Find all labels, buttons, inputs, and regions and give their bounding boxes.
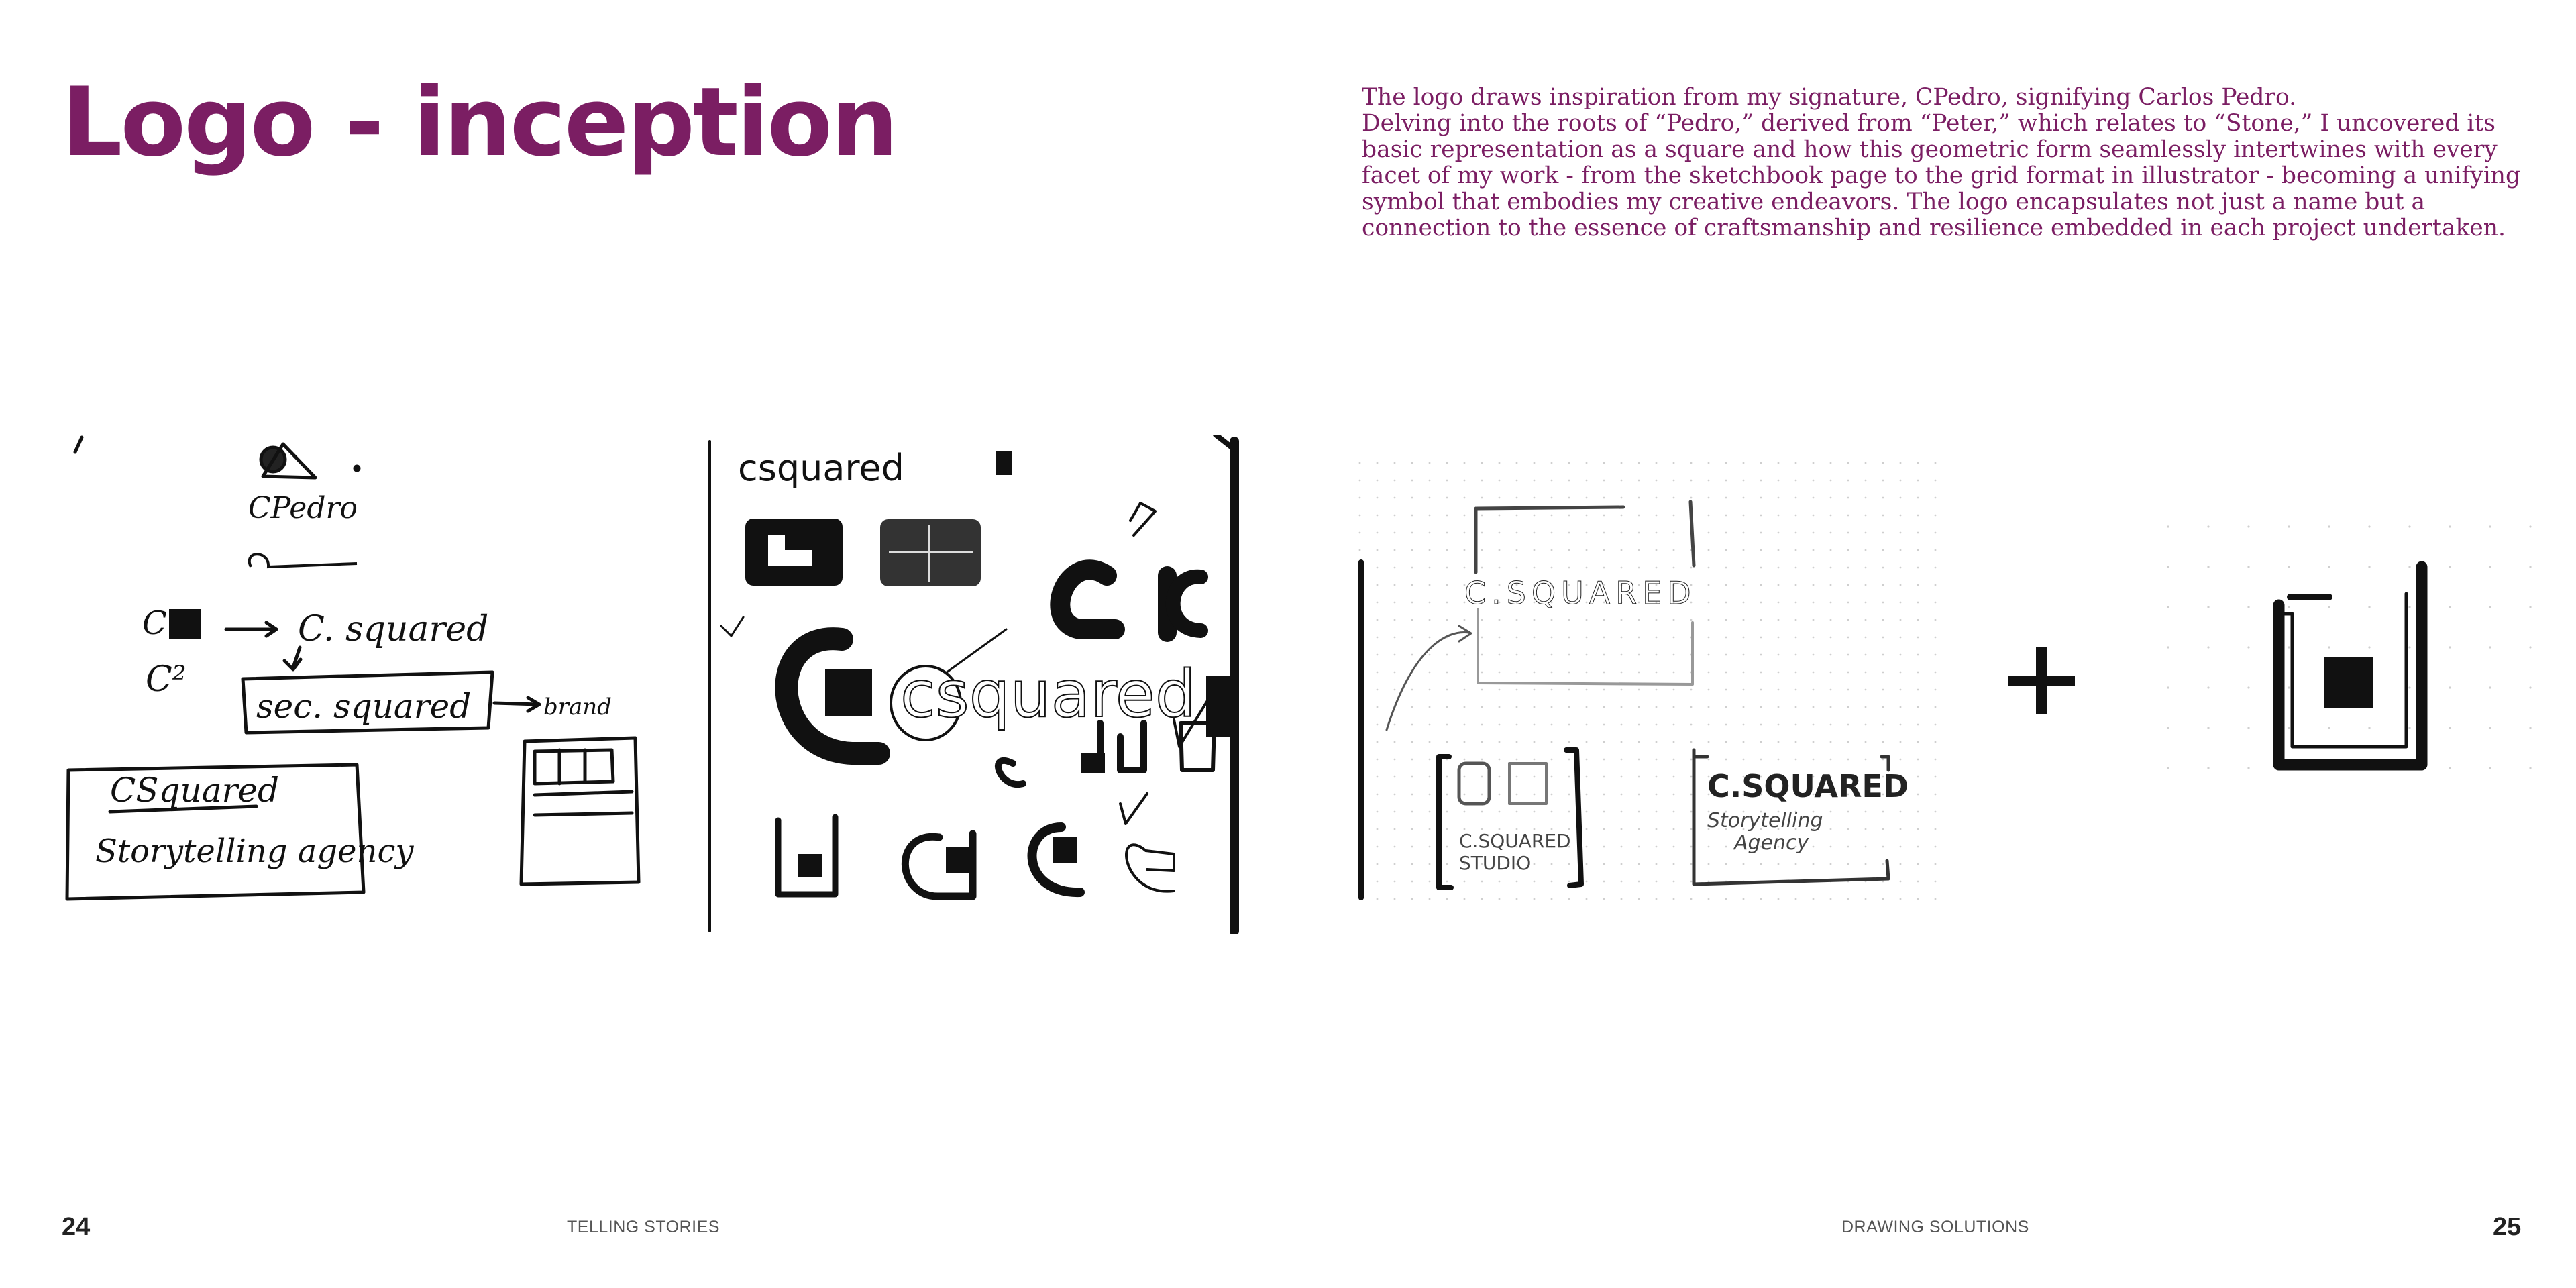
sketch-word-storytelling: Storytelling [1707, 809, 1823, 833]
sketch-letter-c: C [142, 604, 167, 642]
sketch-word-csquared-outline: csquared [900, 657, 1196, 732]
logo-mark-drawing [2161, 520, 2544, 782]
plus-icon [2004, 644, 2078, 718]
sketch-brainstorm-drawing: CPedro C C² C. squared sec. squared bran… [65, 435, 641, 901]
sketch-word-c-squared-small: C.SQUARED [1459, 830, 1571, 852]
sketch-word-studio: STUDIO [1459, 852, 1531, 874]
description-paragraph-2: Delving into the roots of “Pedro,” deriv… [1362, 110, 2521, 241]
sketch-brainstorm-page: CPedro C C² C. squared sec. squared bran… [62, 429, 643, 934]
sketch-word-csquared-heading: csquared [738, 447, 904, 489]
sketch-word-c-squared: C. squared [298, 609, 488, 649]
sketch-word-sec-squared: sec. squared [256, 687, 471, 726]
page-title: Logo - inception [62, 67, 898, 178]
csquared-logo-mark [2161, 520, 2544, 782]
sketch-word-cpedro: CPedro [248, 491, 358, 525]
page-number-left: 24 [62, 1213, 91, 1241]
plus-icon-graphic [2008, 647, 2075, 714]
page-number-right: 25 [2493, 1213, 2522, 1241]
footer-label-left: TELLING STORIES [567, 1218, 720, 1236]
sketch-letterform-drawing: csquared csquared [708, 435, 1239, 934]
sketch-word-csquared: CSquared [110, 771, 279, 810]
sketch-wordmark-page: C.SQUARED C.SQUARED STUDIO C.SQUARED Sto… [1358, 462, 1942, 904]
sketch-word-c-squared-formula: C² [146, 659, 186, 700]
sketch-word-storytelling-agency: Storytelling agency [95, 833, 414, 870]
sketch-word-brand: brand [543, 694, 612, 720]
sketch-word-c-squared-bold: C.SQUARED [1707, 768, 1909, 804]
sketch-word-c-squared-outline: C.SQUARED [1464, 575, 1697, 611]
sketch-wordmark-drawing: C.SQUARED C.SQUARED STUDIO C.SQUARED Sto… [1358, 462, 1942, 904]
sketch-letterform-page: csquared csquared [704, 435, 1241, 934]
description-paragraph-1: The logo draws inspiration from my signa… [1362, 84, 2297, 111]
logo-description: The logo draws inspiration from my signa… [1362, 85, 2539, 241]
sketch-word-agency: Agency [1733, 831, 1810, 855]
footer-label-right: DRAWING SOLUTIONS [1841, 1218, 2029, 1236]
